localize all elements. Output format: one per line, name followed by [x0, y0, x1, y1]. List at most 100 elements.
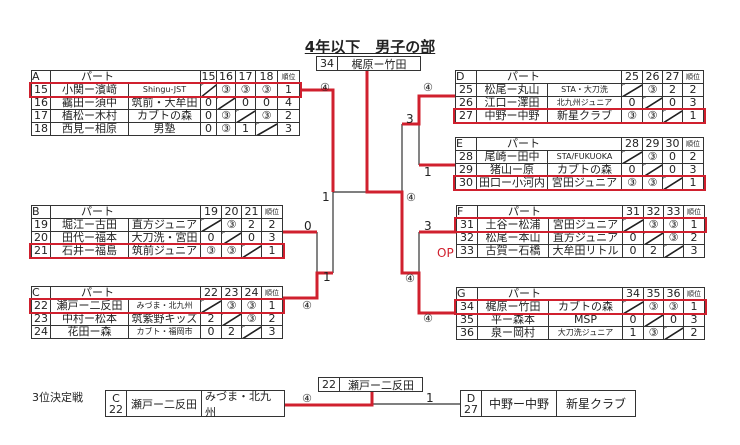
- club-name: 大牟田リトル: [548, 244, 623, 258]
- rank-cell: 3: [261, 325, 283, 339]
- pair-name: 尾崎ー田中: [476, 150, 548, 164]
- rank-cell: 3: [277, 122, 300, 136]
- pool-letter: D: [455, 70, 477, 84]
- score-cell: 0: [622, 244, 644, 258]
- column-header: 26: [642, 70, 663, 84]
- score-cell: 2: [200, 312, 222, 326]
- club-name: 新星クラブ: [565, 397, 626, 411]
- rank-cell: 2: [261, 218, 283, 232]
- pair-no: 28: [455, 150, 477, 164]
- score-cell: 0: [200, 122, 217, 136]
- champion-no: 34: [317, 57, 338, 70]
- diagonal-cell: [235, 109, 256, 123]
- pair-no: 21: [31, 244, 51, 258]
- pair-name: 江口ー澤田: [476, 96, 548, 110]
- score-cell: ③: [241, 299, 262, 313]
- column-header: 34: [622, 287, 644, 301]
- pair-no: 23: [31, 312, 51, 326]
- score-label: ④: [423, 312, 433, 325]
- club-name: 直方ジュニア: [128, 218, 201, 232]
- pair-no: 32: [456, 231, 478, 245]
- club-name: 男塾: [128, 122, 201, 136]
- column-header: 35: [643, 287, 664, 301]
- rank-header: 順位: [682, 70, 704, 84]
- score-label: ④: [406, 191, 416, 204]
- column-header: 28: [621, 137, 643, 151]
- pool-letter: B: [31, 205, 51, 219]
- column-header: 33: [663, 205, 684, 219]
- pair-name: 植松ー木村: [50, 109, 129, 123]
- diagonal-cell: [662, 176, 683, 190]
- rank-header: 順位: [683, 205, 705, 219]
- pair-name: 西見ー相原: [50, 122, 129, 136]
- pair-name: 土谷ー松浦: [477, 218, 549, 232]
- rank-cell: 3: [261, 231, 283, 245]
- pair-name: 花田ー森: [50, 325, 129, 339]
- rank-cell: 1: [682, 109, 704, 123]
- pair-no: 34: [456, 300, 478, 314]
- club-name: カブトの森: [548, 300, 623, 314]
- pair-no: 20: [31, 231, 51, 245]
- rank-header: 順位: [261, 205, 283, 219]
- club-name: みづま・北九州: [128, 299, 201, 313]
- score-cell: ③: [235, 83, 256, 97]
- column-header: 32: [643, 205, 664, 219]
- score-cell: ③: [221, 299, 242, 313]
- score-cell: ③: [255, 83, 278, 97]
- pair-name: 田口ー小河内: [476, 176, 548, 190]
- pool-header: パート: [477, 287, 623, 301]
- diagonal-cell: [241, 325, 262, 339]
- pair-no: 31: [456, 218, 478, 232]
- diagonal-cell: [663, 244, 684, 258]
- score-cell: 0: [235, 96, 256, 110]
- score-cell: 0: [662, 96, 683, 110]
- bracket-line-win: [299, 88, 335, 192]
- column-header: 15: [200, 70, 217, 84]
- pair-name: 中野ー中野: [476, 109, 548, 123]
- column-header: 20: [221, 205, 242, 219]
- score-cell: 0: [200, 96, 217, 110]
- diagonal-cell: [200, 83, 217, 97]
- score-cell: 0: [662, 163, 683, 177]
- bracket-line-win: [402, 94, 456, 126]
- pair-no: 36: [456, 326, 478, 340]
- diagonal-cell: [200, 218, 222, 232]
- score-label: 1: [424, 165, 432, 179]
- score-cell: ③: [221, 218, 242, 232]
- rank-header: 順位: [261, 286, 283, 300]
- column-header: 22: [200, 286, 222, 300]
- pair-name: 猪山ー原: [476, 163, 548, 177]
- rank-header: 順位: [682, 137, 704, 151]
- pair-no: 25: [455, 83, 477, 97]
- club-name: STA・大刀洗: [547, 83, 622, 97]
- diagonal-cell: [662, 109, 683, 123]
- club-name: 直方ジュニア: [548, 231, 623, 245]
- pool-letter: E: [455, 137, 477, 151]
- score-cell: ③: [643, 326, 664, 340]
- club-name: みづま・北九州: [205, 389, 271, 419]
- third-place-winner: 22 瀬戸ー二反田: [318, 377, 423, 392]
- rank-cell: 4: [277, 96, 300, 110]
- pair-no: 18: [31, 122, 51, 136]
- pair-name: 松尾ー本山: [477, 231, 549, 245]
- score-label: 1: [322, 190, 330, 204]
- score-label: ④: [302, 299, 312, 312]
- column-header: 23: [221, 286, 242, 300]
